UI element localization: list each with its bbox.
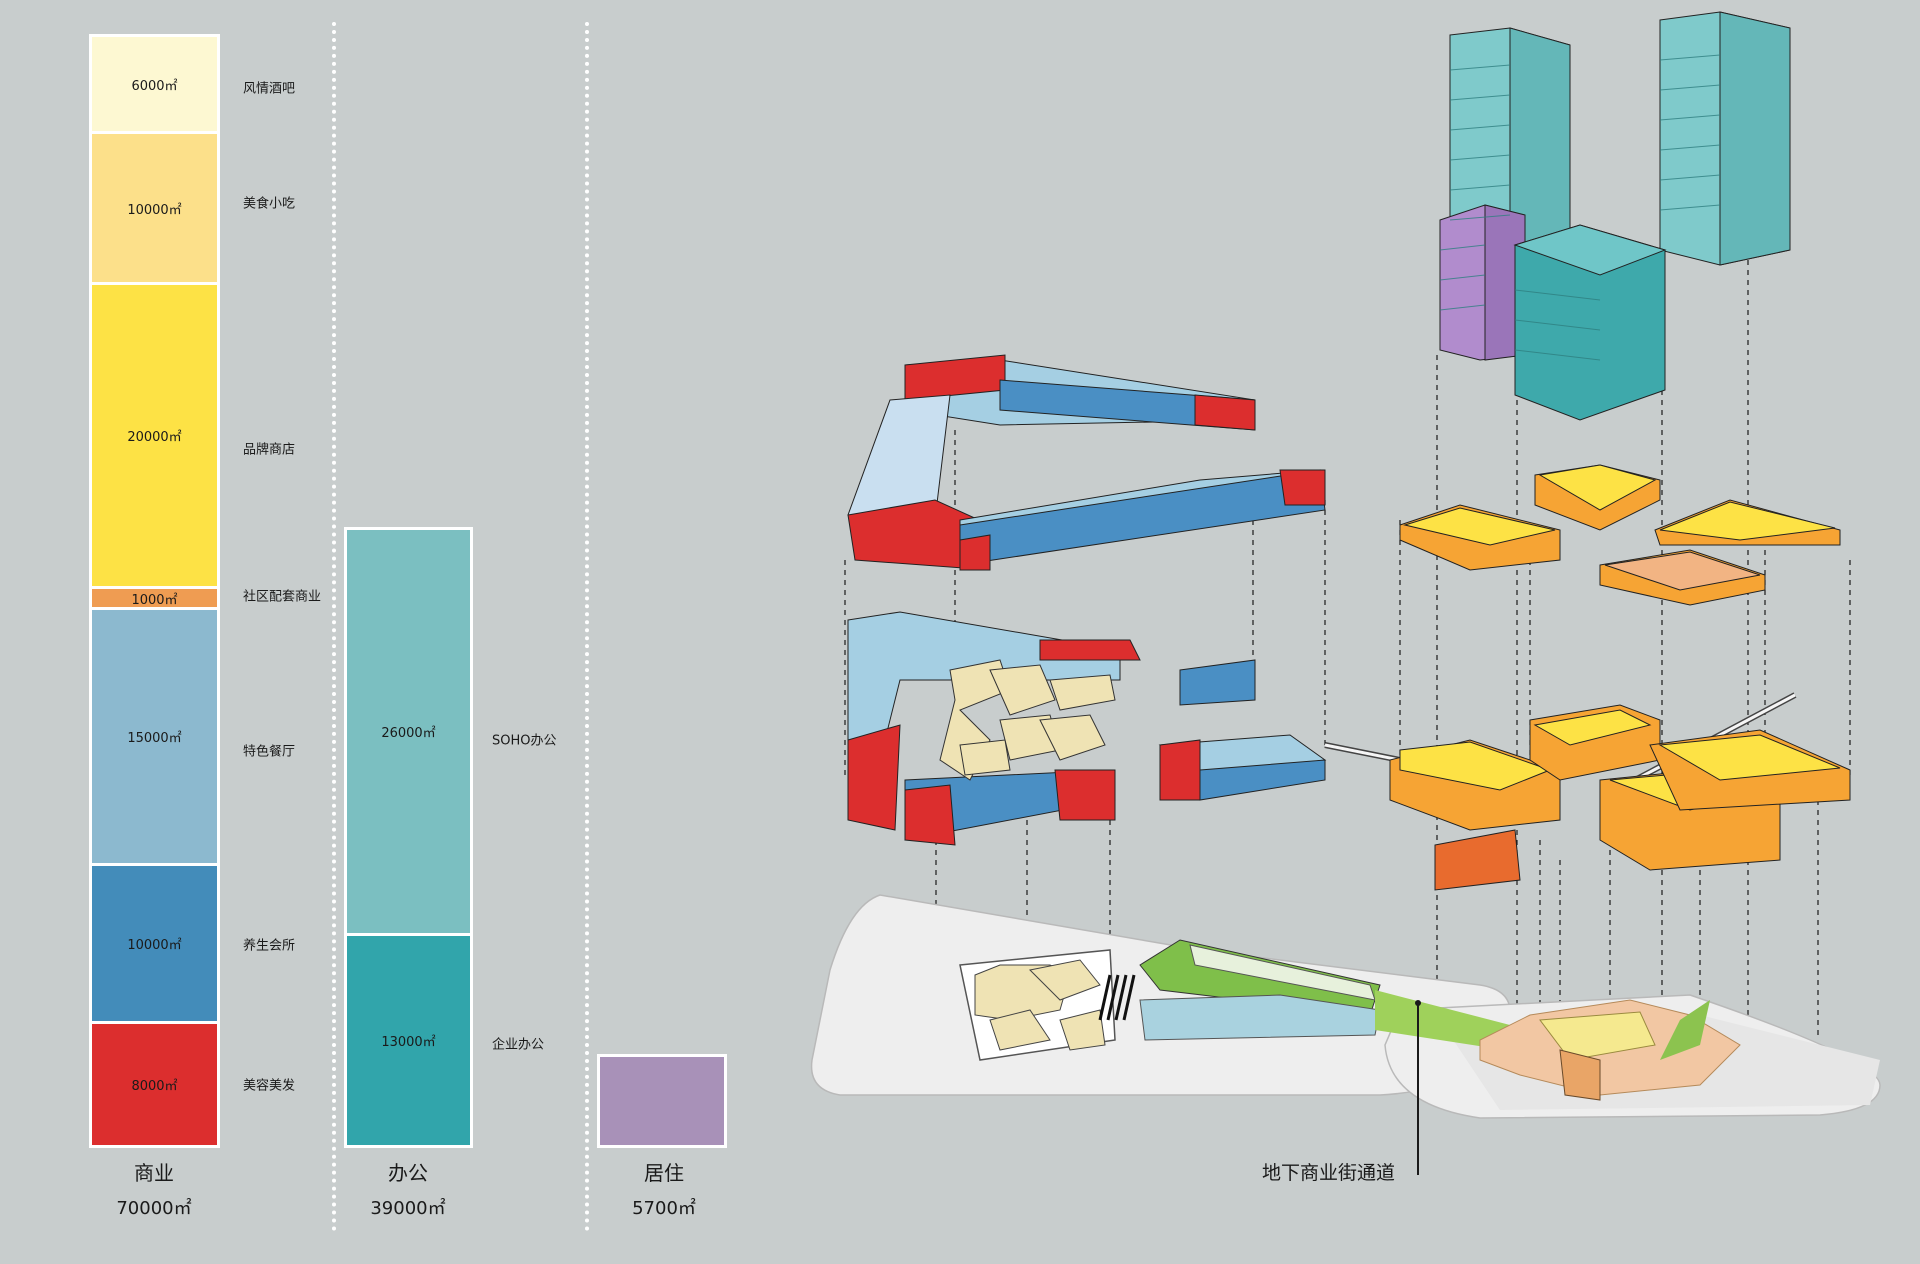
ground-plinth xyxy=(810,894,1881,1119)
seg-brand-stores: 20000㎡ xyxy=(92,285,217,589)
label-bar-lounge: 风情酒吧 xyxy=(243,81,296,97)
category-total-residential: 5700㎡ xyxy=(632,1198,696,1219)
underground-passage-label: 地下商业街通道 xyxy=(1262,1162,1396,1184)
seg-beauty-salon: 8000㎡ xyxy=(92,1024,217,1145)
category-total-commercial: 70000㎡ xyxy=(116,1198,192,1219)
seg-wellness-club: 10000㎡ xyxy=(92,866,217,1024)
category-name-residential: 居住 xyxy=(644,1161,684,1185)
office-stacked-bar: 26000㎡ 13000㎡ xyxy=(344,527,473,1148)
label-soho-office: SOHO办公 xyxy=(492,733,557,749)
seg-restaurants: 15000㎡ xyxy=(92,610,217,866)
category-total-office: 39000㎡ xyxy=(370,1198,446,1219)
seg-snack-food: 10000㎡ xyxy=(92,134,217,285)
column-divider xyxy=(332,22,336,1232)
label-community-retail: 社区配套商业 xyxy=(243,589,322,605)
commercial-right-lower xyxy=(1389,704,1851,891)
seg-soho-office: 26000㎡ xyxy=(347,530,470,936)
label-brand-stores: 品牌商店 xyxy=(243,442,296,458)
commercial-stacked-bar: 6000㎡ 10000㎡ 20000㎡ 1000㎡ 15000㎡ 10000㎡ … xyxy=(89,34,220,1148)
seg-bar-lounge: 6000㎡ xyxy=(92,37,217,134)
residential-bar xyxy=(597,1054,727,1148)
column-divider xyxy=(585,22,589,1232)
commercial-lower-level xyxy=(847,611,1797,846)
commercial-upper-level xyxy=(847,354,1326,571)
commercial-right-upper xyxy=(1399,464,1841,606)
label-wellness-club: 养生会所 xyxy=(243,938,296,954)
category-name-office: 办公 xyxy=(388,1161,428,1185)
seg-corporate-office: 13000㎡ xyxy=(347,936,470,1145)
label-beauty-salon: 美容美发 xyxy=(243,1078,296,1094)
towers xyxy=(1439,11,1791,421)
label-restaurants: 特色餐厅 xyxy=(243,744,296,760)
label-snack-food: 美食小吃 xyxy=(243,196,296,212)
seg-community-retail: 1000㎡ xyxy=(92,589,217,610)
label-corporate-office: 企业办公 xyxy=(492,1037,545,1053)
category-name-commercial: 商业 xyxy=(134,1161,174,1185)
seg-residential xyxy=(600,1057,724,1145)
